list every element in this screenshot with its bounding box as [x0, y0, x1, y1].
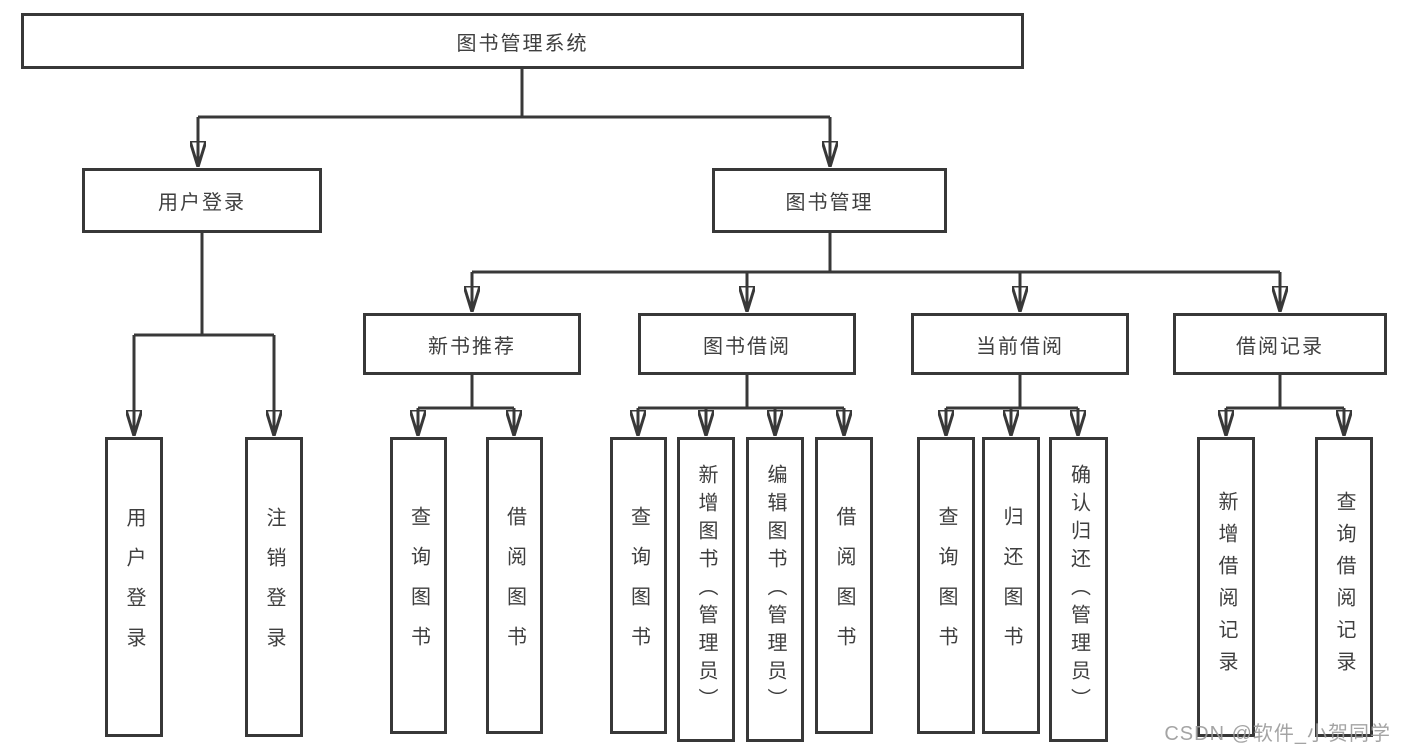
leaf-cb-query-books: 查询图书	[917, 437, 975, 734]
leaf-label: 查询图书	[935, 505, 957, 666]
connector-root-to-level2	[198, 69, 830, 166]
leaf-label: 查询借阅记录	[1333, 491, 1355, 683]
leaf-bb-edit-books-admin: 编辑图书（管理员）	[746, 437, 804, 742]
leaf-label: 新增图书（管理员）	[695, 463, 717, 716]
leaf-label: 查询图书	[407, 505, 430, 666]
node-library-system: 图书管理系统	[21, 13, 1024, 69]
leaf-logout: 注销登录	[245, 437, 303, 737]
node-book-management: 图书管理	[712, 168, 947, 233]
leaf-user-login: 用户登录	[105, 437, 163, 737]
node-new-book-recommend: 新书推荐	[363, 313, 581, 375]
leaf-label: 借阅图书	[503, 505, 526, 666]
leaf-nbr-borrow-books: 借阅图书	[486, 437, 543, 734]
leaf-label: 新增借阅记录	[1215, 491, 1237, 683]
connector-current-borrowing-to-leaves	[946, 375, 1078, 435]
leaf-br-add-record: 新增借阅记录	[1197, 437, 1255, 737]
node-label: 借阅记录	[1236, 335, 1324, 358]
leaf-cb-confirm-return-admin: 确认归还（管理员）	[1049, 437, 1108, 742]
leaf-label: 查询图书	[627, 505, 650, 666]
connector-book-management-to-level3	[472, 233, 1280, 311]
connector-borrow-records-to-leaves	[1226, 375, 1344, 435]
connector-new-book-recommend-to-leaves	[418, 375, 514, 435]
leaf-cb-return-books: 归还图书	[982, 437, 1040, 734]
node-borrow-records: 借阅记录	[1173, 313, 1387, 375]
node-label: 图书管理系统	[456, 32, 589, 55]
leaf-br-query-record: 查询借阅记录	[1315, 437, 1373, 737]
node-label: 当前借阅	[976, 335, 1064, 358]
leaf-label: 归还图书	[1000, 505, 1022, 666]
watermark: CSDN @软件_小贺同学	[1164, 723, 1391, 745]
leaf-bb-borrow-books: 借阅图书	[815, 437, 873, 734]
node-user-login: 用户登录	[82, 168, 322, 233]
node-label: 图书管理	[785, 192, 874, 214]
node-book-borrowing: 图书借阅	[638, 313, 856, 375]
node-label: 图书借阅	[703, 335, 791, 358]
leaf-label: 用户登录	[123, 507, 145, 667]
connector-book-borrowing-to-leaves	[638, 375, 844, 435]
node-label: 新书推荐	[428, 335, 516, 358]
leaf-label: 确认归还（管理员）	[1067, 463, 1090, 716]
leaf-label: 编辑图书（管理员）	[764, 463, 786, 716]
leaf-label: 借阅图书	[833, 505, 855, 666]
node-label: 用户登录	[158, 192, 246, 214]
leaf-bb-add-books-admin: 新增图书（管理员）	[677, 437, 735, 742]
leaf-bb-query-books: 查询图书	[610, 437, 667, 734]
node-current-borrowing: 当前借阅	[911, 313, 1129, 375]
leaf-label: 注销登录	[263, 507, 285, 667]
leaf-nbr-query-books: 查询图书	[390, 437, 447, 734]
connector-user-login-to-leaves	[134, 233, 274, 435]
